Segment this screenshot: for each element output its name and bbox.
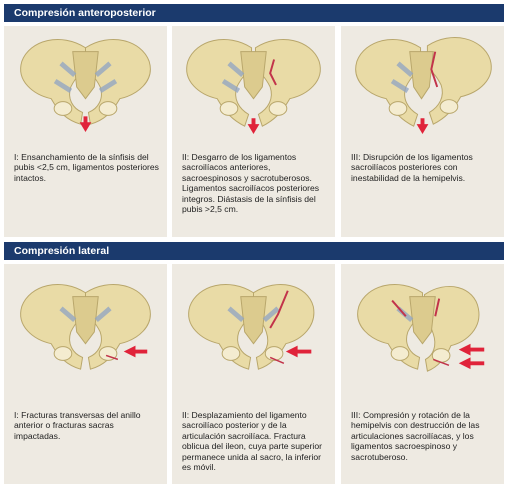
panel-lat-1: I: Fracturas transversas del anillo ante… [4, 264, 167, 484]
panel-ap-1: I: Ensanchamiento de la sínfisis del pub… [4, 26, 167, 237]
pelvis-bones [20, 39, 151, 125]
arrow-icon [458, 357, 485, 370]
pelvis-bones [186, 39, 321, 127]
panel-ap-2: II: Desgarro de los ligamentos sacroilía… [172, 26, 335, 237]
pelvis-illustration-lat-3 [357, 284, 485, 372]
pelvis-illustration-ap-1 [20, 39, 151, 133]
arrow-icon [416, 118, 429, 134]
panel-lat-3: III: Compresión y rotación de la hemipel… [341, 264, 504, 484]
section-lateral-compression: Compresión lateral I: Fracturas transver… [4, 242, 504, 486]
section-ap-compression: Compresión anteroposterior I: Ensanchami… [4, 4, 504, 239]
pelvis-bones [20, 284, 151, 370]
panel-lat-2: II: Desplazamiento del ligamento sacroil… [172, 264, 335, 484]
caption-lat-2: II: Desplazamiento del ligamento sacroil… [182, 410, 322, 473]
pelvis-illustration-lat-1 [20, 284, 151, 370]
section-header-ap: Compresión anteroposterior [4, 4, 504, 22]
pelvis-illustration-lat-2 [188, 284, 315, 370]
arrow-icon [79, 116, 92, 133]
panel-ap-3: III: Disrupción de los ligamentos sacroi… [341, 26, 504, 237]
arrow-icon [123, 345, 148, 358]
caption-ap-3: III: Disrupción de los ligamentos sacroi… [351, 152, 473, 183]
arrow-icon [458, 343, 485, 356]
caption-lat-1: I: Fracturas transversas del anillo ante… [14, 410, 141, 441]
caption-lat-3: III: Compresión y rotación de la hemipel… [351, 410, 480, 462]
pelvis-illustration-ap-3 [355, 37, 492, 134]
pelvis-bones [188, 284, 315, 370]
pelvis-illustration-ap-2 [186, 39, 321, 134]
caption-ap-2: II: Desgarro de los ligamentos sacroilía… [182, 152, 320, 215]
arrow-icon [247, 118, 260, 134]
caption-ap-1: I: Ensanchamiento de la sínfisis del pub… [14, 152, 159, 183]
pelvis-bones [357, 284, 480, 372]
section-header-lateral: Compresión lateral [4, 242, 504, 260]
pelvis-bones [355, 37, 492, 127]
arrow-icon [285, 345, 312, 358]
